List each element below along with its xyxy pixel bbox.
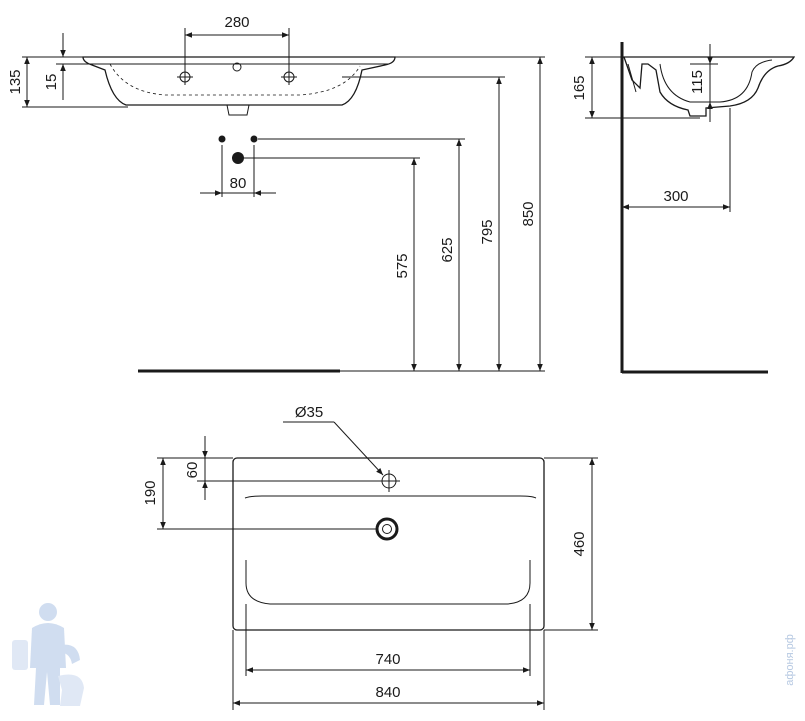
- watermark-text: афоня.рф: [784, 634, 796, 686]
- top-bowl-outline: [245, 560, 531, 605]
- overflow-mark: [232, 62, 242, 72]
- dim-795-label: 795: [479, 219, 496, 244]
- dim-80-label: 80: [230, 175, 247, 192]
- dim-460-label: 460: [571, 531, 588, 556]
- dim-840-label: 840: [375, 684, 400, 701]
- dim-740-label: 740: [375, 651, 400, 668]
- dim-165-label: 165: [571, 75, 588, 100]
- supply-left: [218, 135, 226, 143]
- tap-hole-left: [177, 69, 193, 85]
- dim-diameter-label: Ø35: [295, 404, 323, 421]
- dim-115-label: 115: [689, 70, 706, 94]
- plumber-logo: [12, 603, 84, 706]
- waste-outlet: [232, 152, 244, 164]
- side-view: 165 115 300: [571, 42, 796, 374]
- dim-850-label: 850: [520, 201, 537, 226]
- dim-190-label: 190: [142, 480, 159, 505]
- dim-625-label: 625: [439, 237, 456, 262]
- dim-60-label: 60: [184, 462, 201, 479]
- dim-135-label: 135: [7, 69, 24, 94]
- side-basin-section: [623, 56, 796, 117]
- tap-hole-right: [281, 69, 297, 85]
- supply-right: [250, 135, 258, 143]
- dim-300-label: 300: [663, 188, 688, 205]
- front-view: 280 135 15 80 850 795 625 575: [7, 14, 545, 373]
- dim-575-label: 575: [394, 253, 411, 278]
- top-basin-outline: [232, 457, 545, 631]
- dim-280-label: 280: [224, 14, 249, 31]
- dim-15-label: 15: [43, 74, 60, 91]
- top-rim-line: [244, 495, 537, 499]
- top-view: Ø35 190 60 460 740 840: [142, 404, 598, 710]
- front-drain: [226, 104, 250, 116]
- front-bowl-hidden-line: [109, 63, 361, 96]
